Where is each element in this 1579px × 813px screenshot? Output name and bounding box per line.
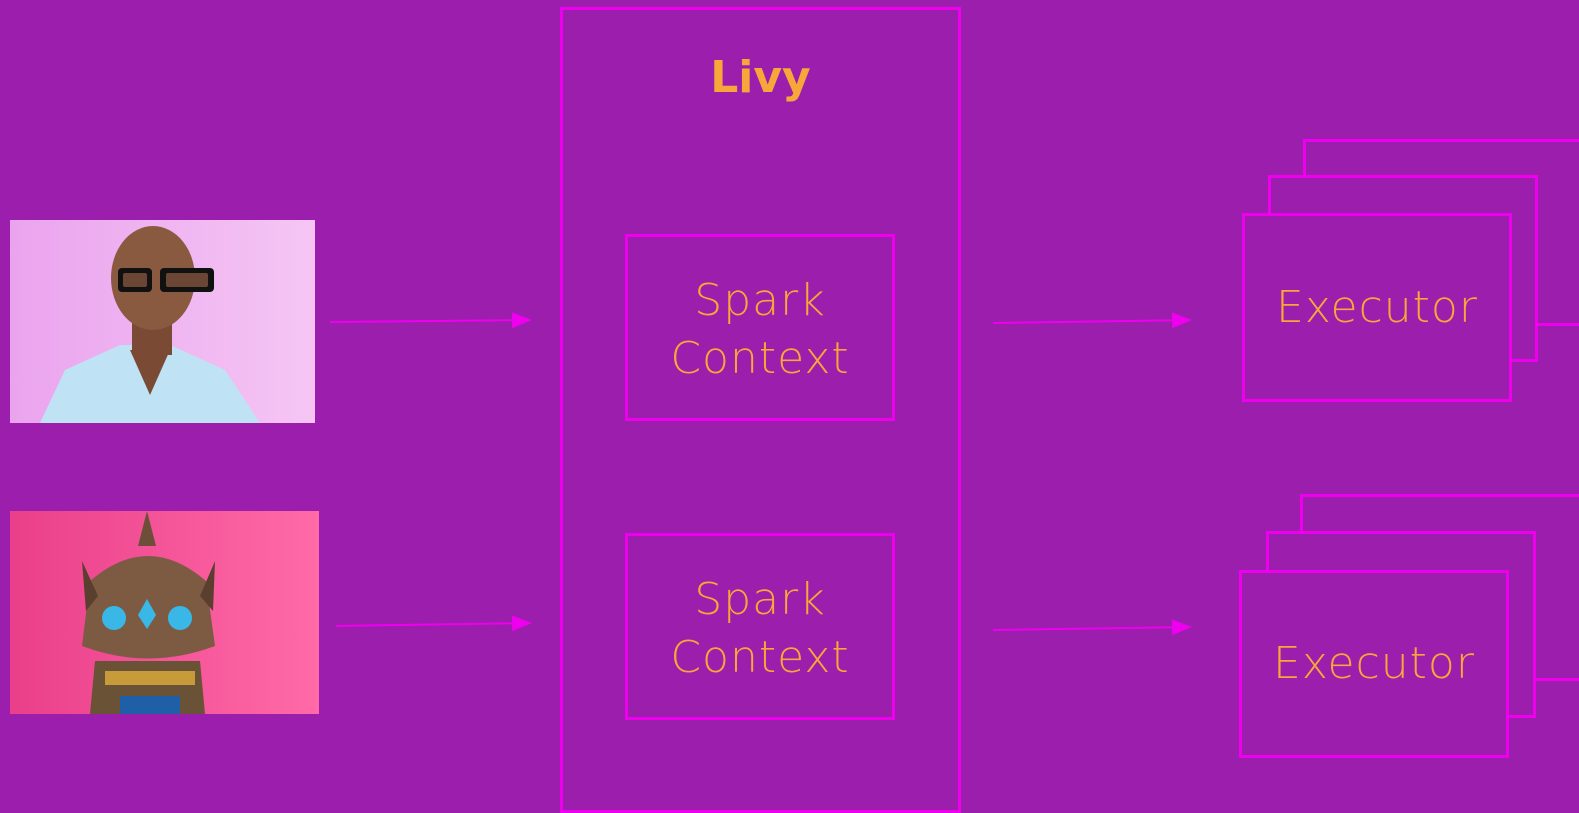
executor-box-1 bbox=[1242, 213, 1512, 402]
executor-label-2: Executor bbox=[1273, 638, 1475, 689]
executor-box-2 bbox=[1239, 570, 1509, 758]
livy-server-box bbox=[560, 7, 961, 813]
executor-label-1: Executor bbox=[1276, 282, 1478, 333]
spark-context-label-1: Spark Context bbox=[670, 275, 850, 384]
client-photo-figurine bbox=[10, 511, 319, 714]
livy-title: Livy bbox=[710, 52, 811, 103]
spark-context-box-2 bbox=[625, 533, 895, 720]
spark-context-box-1 bbox=[625, 234, 895, 421]
arrow-context1-to-executor1 bbox=[992, 312, 1192, 329]
arrow-client1-to-livy bbox=[329, 312, 532, 329]
spark-context-label-2: Spark Context bbox=[670, 574, 850, 683]
client-photo-person bbox=[10, 220, 315, 423]
arrow-context2-to-executor2 bbox=[992, 619, 1192, 636]
arrow-client2-to-livy bbox=[335, 615, 532, 632]
